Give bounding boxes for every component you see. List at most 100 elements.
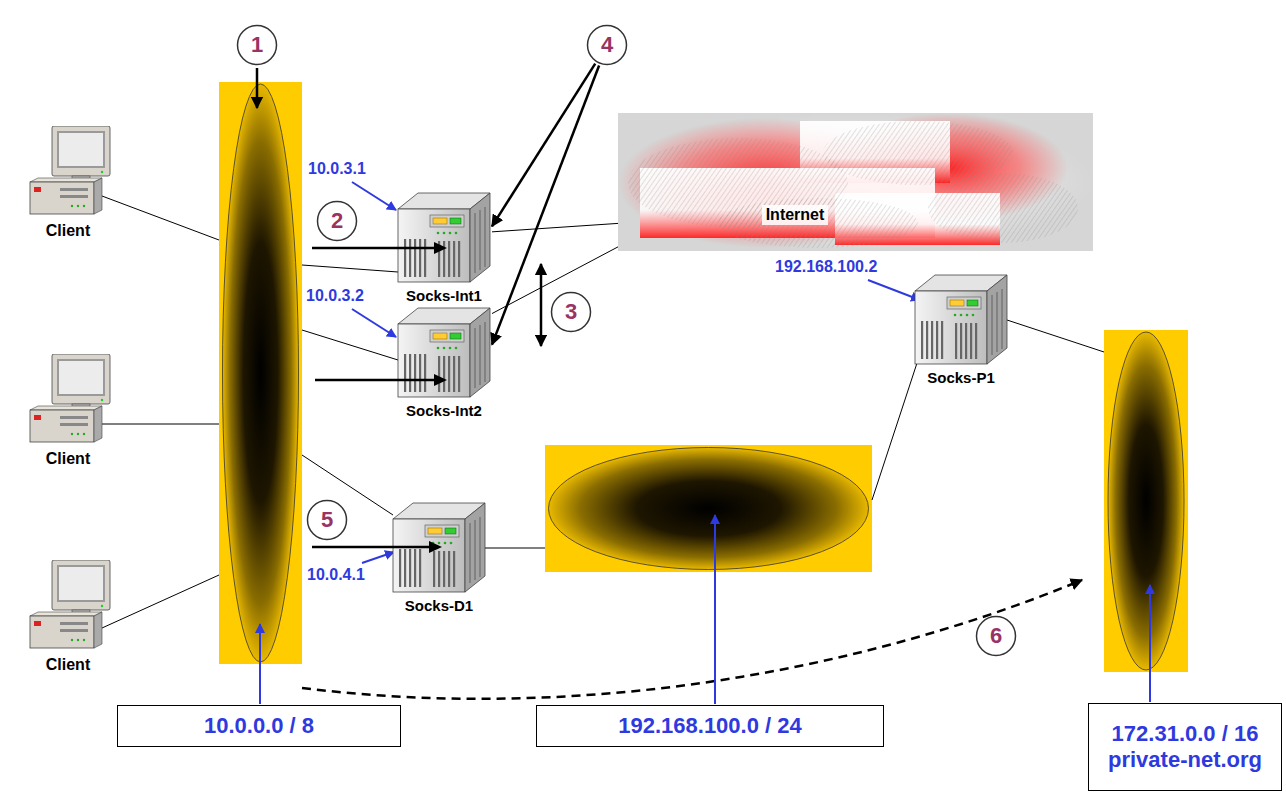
shape-rect (458, 356, 460, 392)
shape-rect (926, 321, 928, 359)
shape-rect (52, 354, 110, 404)
node-label: 4 (586, 24, 628, 66)
shape-rect (545, 445, 872, 572)
shape-rect (445, 528, 456, 534)
shape-circle (101, 605, 103, 607)
shape-line (714, 515, 716, 704)
shape-circle (71, 639, 73, 641)
shape-rect (438, 356, 440, 392)
shape-circle (449, 347, 452, 350)
socks-server: Socks-Int2 (396, 308, 492, 419)
shape-rect (921, 321, 923, 359)
shape-rect (414, 239, 416, 277)
arrow-head (434, 242, 447, 254)
shape-rect (414, 354, 416, 392)
shape-rect (399, 549, 401, 587)
callout-number: 4 (586, 24, 628, 66)
socks-server: Socks-Int1 (396, 193, 492, 304)
shape-line (1149, 585, 1151, 702)
client-computer: Client (20, 126, 116, 240)
flow-arrow (257, 68, 1082, 699)
arrow-head (429, 541, 442, 553)
shape-line (479, 325, 481, 385)
computer-icon (22, 126, 114, 216)
shape-rect (430, 215, 464, 227)
shape-circle (101, 171, 103, 173)
shape-polygon (465, 503, 485, 592)
node-label: 10.0.0.0 / 8 (204, 713, 314, 739)
flow-arrow (312, 247, 436, 250)
shape-line (868, 280, 920, 300)
shape-circle (449, 232, 452, 235)
shape-rect (941, 321, 943, 359)
shape-rect (433, 551, 435, 587)
shape-rect (60, 416, 88, 419)
shape-rect (398, 209, 470, 282)
shape-polygon (470, 308, 490, 397)
shape-line (256, 68, 259, 108)
shape-rect (443, 551, 445, 587)
shape-rect (453, 241, 455, 277)
node-label: Socks-D1 (391, 597, 487, 614)
cloud-picture (618, 113, 1093, 251)
callout-number: 1 (236, 24, 278, 66)
shape-circle (83, 205, 85, 207)
shape-line (479, 517, 481, 577)
shape-rect (34, 187, 41, 192)
shape-line (474, 520, 476, 580)
shape-line (484, 322, 486, 382)
shape-rect (419, 354, 421, 392)
shape-rect (409, 239, 411, 277)
shape-ellipse (549, 448, 869, 570)
shape-line (996, 292, 998, 352)
callout-number: 3 (550, 291, 592, 333)
connectors (492, 64, 618, 345)
shape-line (362, 552, 394, 563)
socks-server: Socks-D1 (391, 503, 487, 614)
shape-rect (458, 241, 460, 277)
shape-polygon (94, 178, 102, 214)
shape-line (102, 196, 219, 240)
node-label: Client (20, 656, 116, 674)
shape-rect (219, 82, 302, 664)
shape-path (302, 580, 1082, 699)
shape-polygon (987, 275, 1007, 364)
shape-rect (450, 333, 461, 339)
network-band (545, 445, 872, 572)
shape-line (474, 328, 476, 388)
shape-circle (101, 399, 103, 401)
shape-rect (965, 323, 967, 359)
ip-address: 10.0.4.1 (307, 566, 365, 584)
shape-line (302, 330, 398, 360)
shape-rect (448, 551, 450, 587)
shape-rect (450, 218, 461, 224)
callout-arrow (492, 66, 599, 345)
shape-line (540, 264, 543, 346)
shape-line (991, 295, 993, 355)
shape-rect (970, 323, 972, 359)
shape-rect (52, 126, 110, 176)
shape-circle (960, 314, 963, 317)
shape-polygon (94, 612, 102, 648)
network-band (219, 82, 302, 664)
node-label: 192.168.100.0 / 24 (618, 713, 802, 739)
shape-circle (83, 433, 85, 435)
shape-rect (448, 241, 450, 277)
server-icon (398, 308, 490, 398)
shape-line (302, 265, 398, 272)
shape-rect (60, 629, 88, 632)
shape-circle (443, 347, 446, 350)
node-label: 172.31.0.0 / 16 private-net.org (1097, 721, 1273, 774)
node-label: Socks-P1 (913, 369, 1009, 386)
shape-rect (430, 330, 464, 342)
node-label: 6 (975, 615, 1017, 657)
callout-number: 5 (306, 499, 348, 541)
callout-number: 2 (316, 200, 358, 242)
node-label: Client (20, 450, 116, 468)
shape-rect (915, 291, 987, 364)
server-icon (398, 193, 490, 283)
shape-circle (443, 232, 446, 235)
shape-rect (59, 567, 103, 600)
shape-rect (60, 195, 88, 198)
socks-server: Socks-P1 (913, 275, 1009, 386)
